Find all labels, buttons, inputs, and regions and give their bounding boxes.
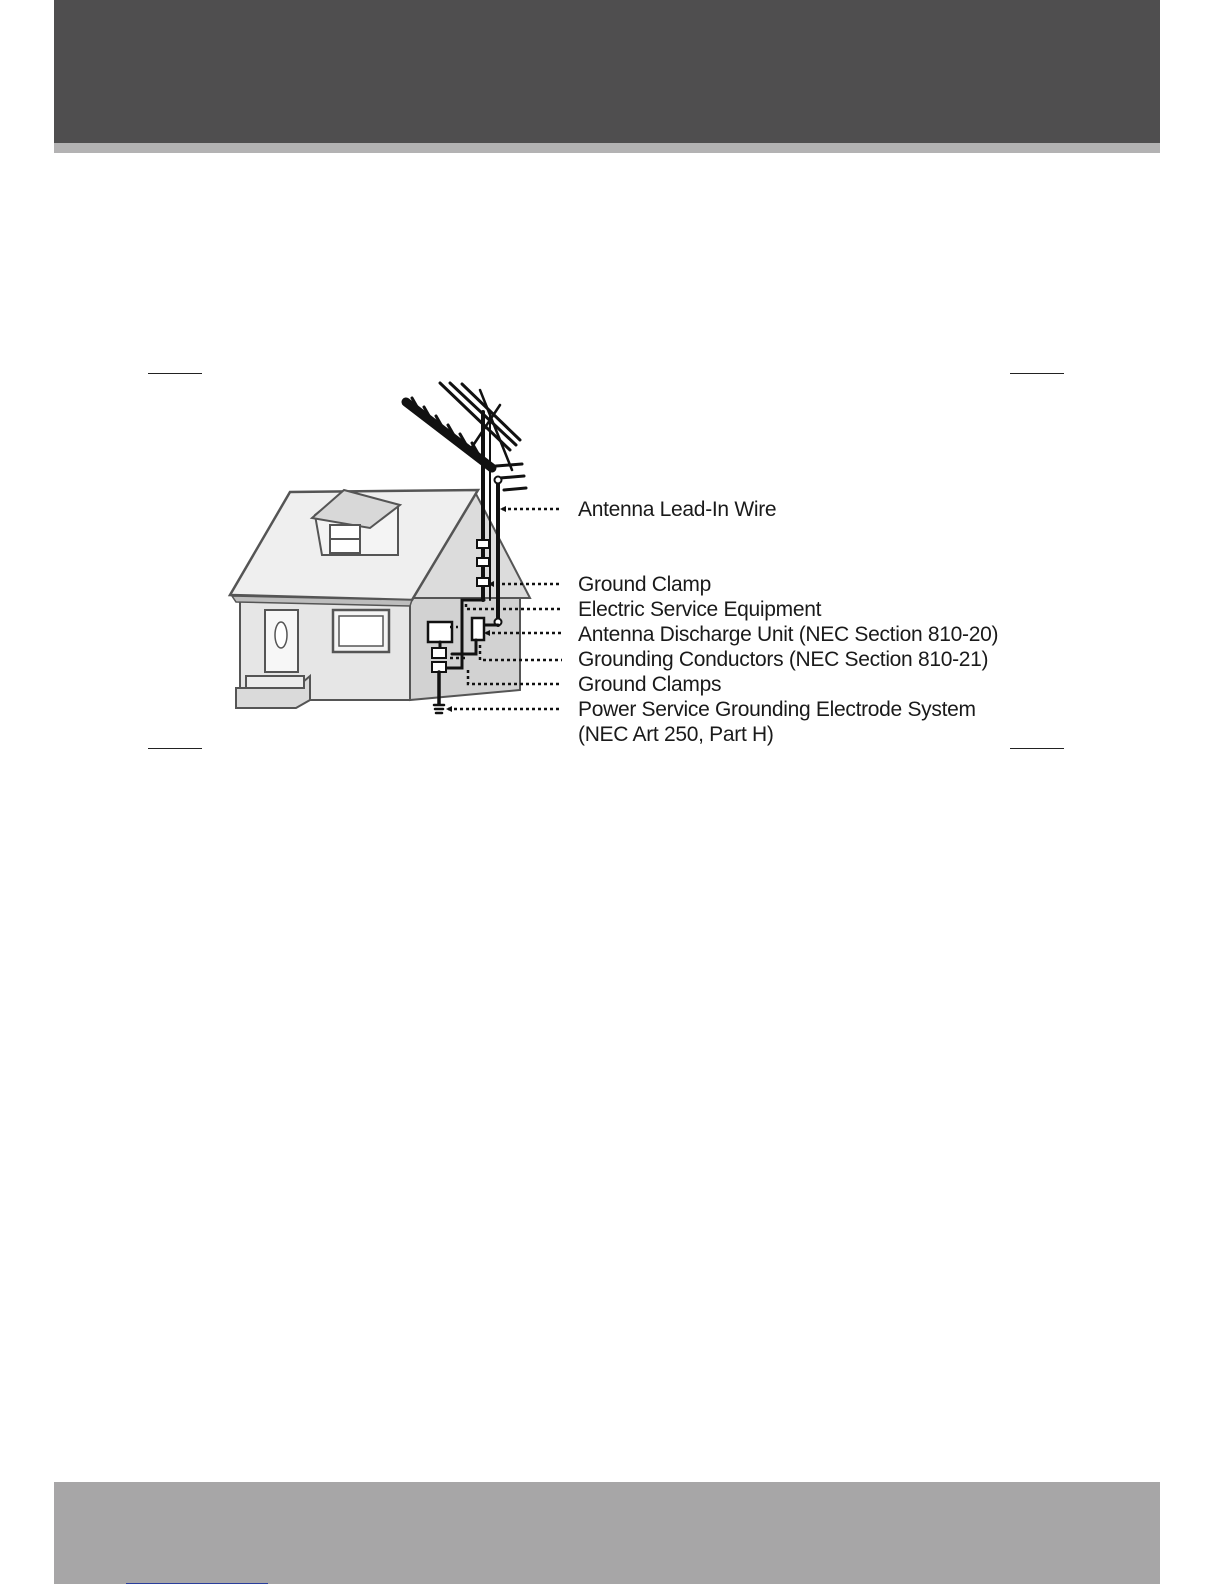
- label-ground-clamp: Ground Clamp: [578, 572, 711, 597]
- label-antenna-discharge-unit: Antenna Discharge Unit (NEC Section 810-…: [578, 622, 998, 647]
- label-electric-service-equipment: Electric Service Equipment: [578, 597, 821, 622]
- label-nec-art-250: (NEC Art 250, Part H): [578, 722, 774, 747]
- label-grounding-conductors: Grounding Conductors (NEC Section 810-21…: [578, 647, 988, 672]
- page-footer-band: [54, 1482, 1160, 1584]
- label-antenna-lead-in-wire: Antenna Lead-In Wire: [578, 497, 776, 522]
- label-power-service-grounding-electrode-system: Power Service Grounding Electrode System: [578, 697, 976, 722]
- label-ground-clamps: Ground Clamps: [578, 672, 721, 697]
